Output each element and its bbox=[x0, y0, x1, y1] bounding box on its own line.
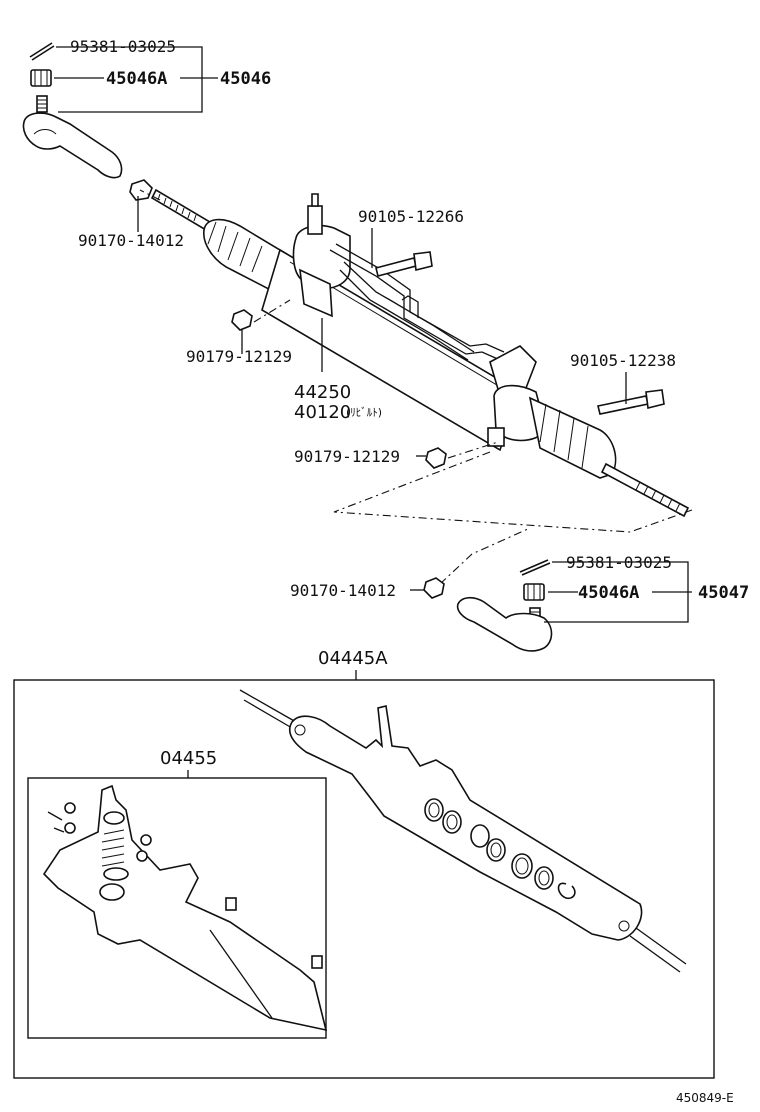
callout-04455: 04455 bbox=[160, 748, 217, 769]
callout-44250: 44250 bbox=[294, 382, 351, 403]
valve-housing-outline-icon bbox=[42, 784, 328, 1032]
callout-95381-03025-left: 95381-03025 bbox=[70, 37, 176, 56]
callout-90170-14012-left: 90170-14012 bbox=[78, 231, 184, 250]
callout-40120: 40120 bbox=[294, 402, 351, 423]
left-tie-rod-end-group bbox=[22, 42, 153, 201]
cotter-pin-right-icon bbox=[519, 559, 551, 576]
diagram-id: 450849-E bbox=[676, 1091, 734, 1105]
cotter-pin-left-icon bbox=[29, 42, 55, 61]
steering-gear-assembly-icon bbox=[150, 188, 690, 518]
callout-90179-12129-left: 90179-12129 bbox=[186, 347, 292, 366]
callout-90105-12238: 90105-12238 bbox=[570, 351, 676, 370]
tie-rod-end-right-icon bbox=[456, 596, 553, 652]
callout-40120-note: (ﾘﾋﾞﾙﾄ) bbox=[346, 406, 382, 419]
spring-icon bbox=[101, 829, 125, 867]
callout-45046A-left: 45046A bbox=[106, 69, 167, 89]
tie-rod-end-left-icon bbox=[22, 112, 123, 179]
valve-kit-frame bbox=[27, 777, 327, 1039]
o-ring-seals-icon bbox=[424, 798, 576, 900]
mount-nut-left-icon bbox=[231, 309, 253, 331]
bolt-right-icon bbox=[597, 389, 665, 415]
callout-90179-12129-right: 90179-12129 bbox=[294, 447, 400, 466]
callout-45047: 45047 bbox=[698, 583, 749, 603]
bolt-upper-icon bbox=[375, 251, 433, 277]
callout-90170-14012-right: 90170-14012 bbox=[290, 581, 396, 600]
lock-nut-right-icon bbox=[423, 577, 445, 599]
gasket-kit-frame bbox=[13, 679, 715, 1079]
mount-nut-right-icon bbox=[425, 447, 447, 469]
callout-45046A-right: 45046A bbox=[578, 583, 639, 603]
right-tie-rod-end-group bbox=[423, 559, 553, 652]
callout-45046: 45046 bbox=[220, 69, 271, 89]
rack-housing-outline-icon bbox=[239, 689, 687, 973]
callout-04445A: 04445A bbox=[318, 648, 388, 669]
callout-95381-03025-right: 95381-03025 bbox=[566, 553, 672, 572]
callout-90105-12266: 90105-12266 bbox=[358, 207, 464, 226]
